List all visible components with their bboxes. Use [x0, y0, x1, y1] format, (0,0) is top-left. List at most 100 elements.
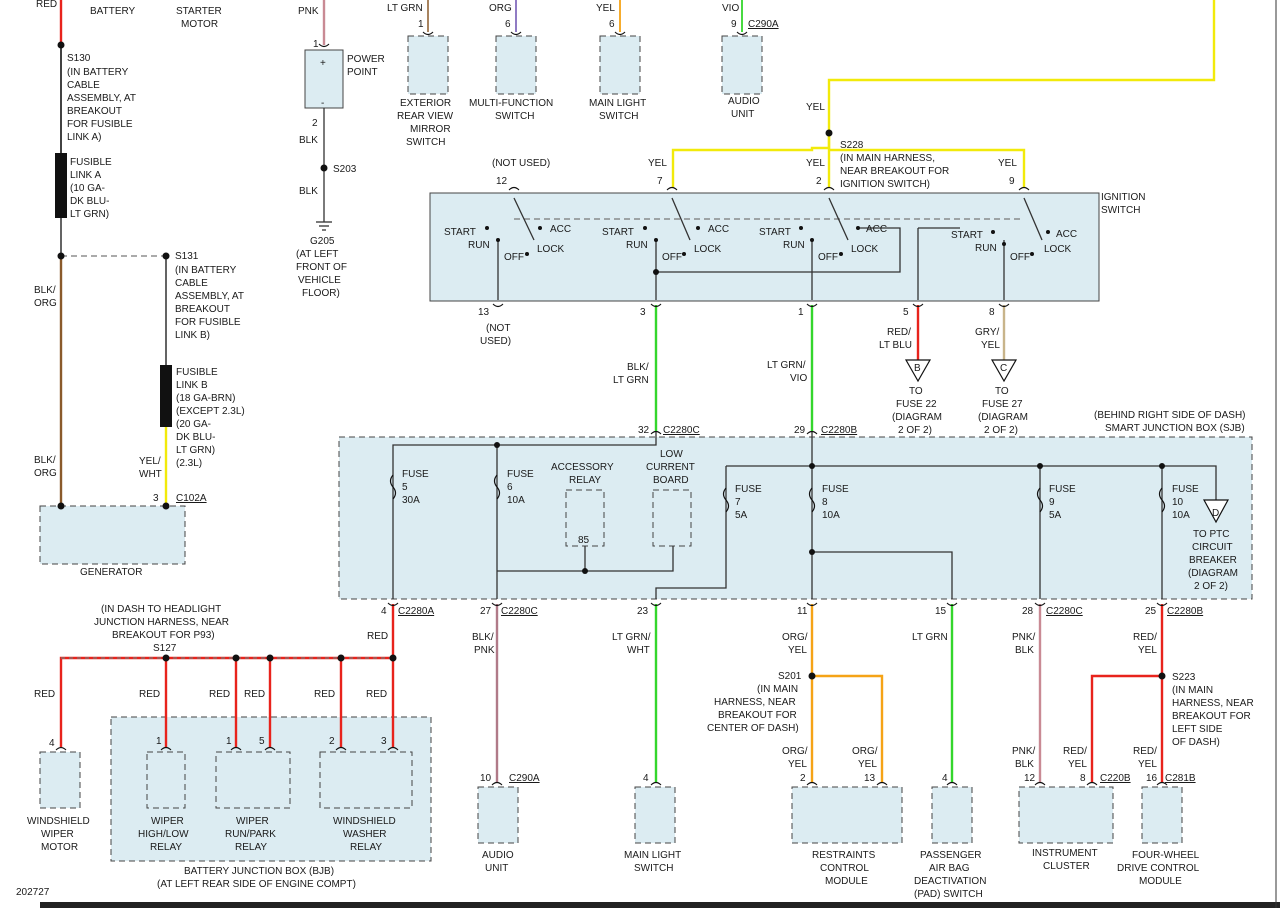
- label-mirror-0: EXTERIOR: [400, 98, 451, 109]
- label-ign-pin-3: 3: [640, 307, 646, 318]
- label-gry-yel-1: GRY/: [975, 327, 999, 338]
- label-s223-5: OF DASH): [1172, 737, 1220, 748]
- label-yel-pin2: YEL: [806, 158, 825, 169]
- label-pad-0: PASSENGER: [920, 850, 982, 861]
- splice-bjb-3: [337, 654, 345, 662]
- label-s127-1: JUNCTION HARNESS, NEAR: [94, 617, 229, 628]
- label-start-4: START: [951, 230, 983, 241]
- label-start-2: START: [602, 227, 634, 238]
- label-fuse7-1: 7: [735, 497, 741, 508]
- splice-s131-left: [57, 252, 65, 260]
- label-ptc-1: CIRCUIT: [1192, 542, 1233, 553]
- red-wire-cluster-8: [1090, 674, 1162, 782]
- contact-acc-4: [1046, 230, 1050, 234]
- pin-cup: [806, 602, 818, 607]
- label-s223-0: S223: [1172, 672, 1196, 683]
- pin-cup: [650, 781, 662, 786]
- sjb-relay-link: [497, 546, 674, 572]
- label-fuse10-0: FUSE: [1172, 484, 1199, 495]
- yellow-wire-pin9: [829, 148, 1026, 187]
- audio-unit-box: [477, 786, 519, 844]
- label-s127-0: (IN DASH TO HEADLIGHT: [101, 604, 221, 615]
- label-acc-relay-1: ACCESSORY: [551, 462, 614, 473]
- label-ptc-0: TO PTC: [1193, 529, 1229, 540]
- label-ign-pin-7: 7: [657, 176, 663, 187]
- label-fuse9-1: 9: [1049, 497, 1055, 508]
- lever-3: [828, 197, 849, 241]
- fuse-9-symbol: [1036, 487, 1044, 513]
- label-pnk-blk-4: BLK: [1015, 759, 1034, 770]
- label-org-yel-1: ORG/: [782, 632, 808, 643]
- label-blk-org-2a: BLK/: [34, 455, 56, 466]
- label-s201-3: BREAKOUT FOR: [718, 710, 797, 721]
- component-boxes: [39, 35, 1253, 862]
- label-bjb-pin1a: 1: [156, 736, 162, 747]
- label-org-yel-6: YEL: [858, 759, 877, 770]
- label-ignition-2: SWITCH: [1101, 205, 1140, 216]
- label-pin6-mf: 6: [505, 19, 511, 30]
- pin-cup: [650, 303, 662, 308]
- label-red-yel-2: YEL: [1138, 645, 1157, 656]
- label-ltgrn-vio-2: VIO: [790, 373, 807, 384]
- label-red-ltblu-1: RED/: [887, 327, 911, 338]
- generator-box: [39, 505, 186, 565]
- label-ltgrn-wht-2: WHT: [627, 645, 650, 656]
- label-ign-pin-2: 2: [816, 176, 822, 187]
- label-ign-pin-8: 8: [989, 307, 995, 318]
- pin-cup: [650, 602, 662, 607]
- sjb-pad-bus: [812, 551, 953, 599]
- label-washer-0: WINDSHIELD: [333, 816, 396, 827]
- label-red-yel-5: RED/: [1133, 746, 1157, 757]
- exterior-mirror-switch-box: [407, 35, 449, 95]
- label-diagram-id: 202727: [16, 887, 50, 898]
- splice-bjb-1: [232, 654, 240, 662]
- pin-cup: [335, 746, 347, 751]
- label-fla-3: DK BLU-: [70, 196, 109, 207]
- pin-cup: [946, 781, 958, 786]
- colored-wires: [55, 0, 1216, 782]
- label-not-used-1: (NOT: [486, 323, 510, 334]
- label-rcm-0: RESTRAINTS: [812, 850, 876, 861]
- label-sjbout-pin4: 4: [381, 606, 387, 617]
- label-lt-grn-top: LT GRN: [387, 3, 423, 14]
- label-start-1: START: [444, 227, 476, 238]
- label-s228-1: (IN MAIN HARNESS,: [840, 153, 935, 164]
- label-s228-2: NEAR BREAKOUT FOR: [840, 166, 949, 177]
- fuse-5-symbol: [389, 474, 397, 500]
- label-red-yel-4: YEL: [1068, 759, 1087, 770]
- pin-cup: [508, 186, 520, 191]
- label-pnk-blk-1: PNK/: [1012, 632, 1036, 643]
- pad-switch-box: [931, 786, 973, 844]
- label-s130-5: FOR FUSIBLE: [67, 119, 133, 130]
- label-ign-pin-12: 12: [496, 176, 508, 187]
- label-s131-6: LINK B): [175, 330, 210, 341]
- label-fuse9-0: FUSE: [1049, 484, 1076, 495]
- label-sjb-pin29: 29: [794, 425, 806, 436]
- label-audio-0: AUDIO: [482, 850, 514, 861]
- label-fuse22-3: 2 OF 2): [898, 425, 932, 436]
- label-conn-b: B: [914, 363, 921, 374]
- label-pnk: PNK: [298, 6, 319, 17]
- label-pad-2: DEACTIVATION: [914, 876, 986, 887]
- sjb-fuse7-bus: [655, 466, 727, 599]
- label-yel-pin9: YEL: [998, 158, 1017, 169]
- splice-sjb-4: [809, 549, 815, 555]
- label-blk-org-1b: ORG: [34, 298, 57, 309]
- label-vio-top: VIO: [722, 3, 739, 14]
- pin-markers: [55, 31, 1168, 786]
- pin-cup: [806, 303, 818, 308]
- label-hilow-0: WIPER: [151, 816, 184, 827]
- label-ic-pin8: 8: [1080, 773, 1086, 784]
- label-s223-3: BREAKOUT FOR: [1172, 711, 1251, 722]
- label-bjb-pin4: 4: [49, 738, 55, 749]
- label-ptc-3: (DIAGRAM: [1188, 568, 1238, 579]
- contact-run-1: [496, 238, 500, 242]
- label-power-point-1: POWER: [347, 54, 385, 65]
- label-org-yel-2: YEL: [788, 645, 807, 656]
- splice-sjb-2: [582, 568, 588, 574]
- contact-start-4: [991, 230, 995, 234]
- label-fwd-2: MODULE: [1139, 876, 1182, 887]
- pin-cup: [510, 31, 522, 36]
- label-acc-relay-2: RELAY: [569, 475, 601, 486]
- connector-d-triangle: [1202, 499, 1230, 524]
